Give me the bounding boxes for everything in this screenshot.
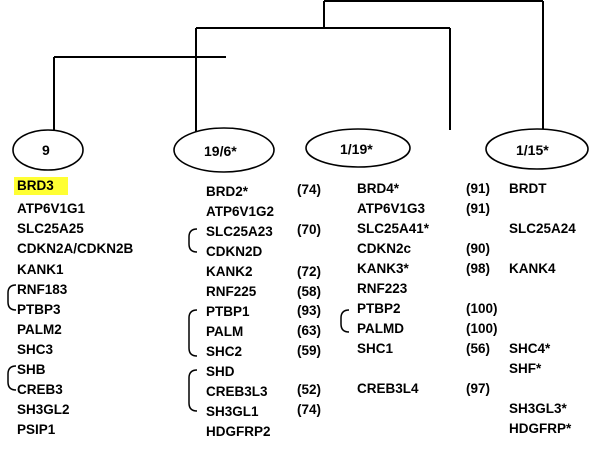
identity-value: (98): [466, 261, 491, 276]
gene-label: BRD3: [14, 177, 68, 195]
gene-label: SHC4*: [509, 341, 551, 356]
gene-label: SHB: [17, 362, 46, 377]
gene-label: SH3GL2: [17, 402, 70, 417]
node-ellipse-19-6: [173, 127, 275, 173]
gene-label: CDKN2A/CDKN2B: [17, 241, 134, 256]
gene-label: CREB3: [17, 382, 63, 397]
gene-label: PALM2: [17, 322, 62, 337]
gene-label: SLC25A25: [17, 221, 84, 236]
gene-label: SHC1: [357, 341, 394, 356]
node-ellipse-9: [12, 129, 84, 171]
gene-label: BRD4*: [357, 181, 400, 196]
gene-label: SLC25A24: [509, 221, 576, 236]
gene-label: KANK3*: [357, 261, 409, 276]
gene-label: RNF183: [17, 282, 68, 297]
highlighted-gene: BRD3: [14, 177, 68, 195]
node-label-9: 9: [42, 142, 50, 158]
identity-value: (93): [297, 303, 322, 318]
identity-value: (91): [466, 201, 491, 216]
gene-label: PTBP2: [357, 301, 401, 316]
gene-label: RNF223: [357, 281, 408, 296]
gene-label: ATP6V1G1: [17, 201, 86, 216]
gene-label: ATP6V1G2: [206, 204, 275, 219]
gene-label: CDKN2D: [206, 244, 263, 259]
gene-label: PALMD: [357, 321, 404, 336]
gene-label: KANK4: [509, 261, 556, 276]
group-bracket: [340, 309, 350, 333]
gene-label: PALM: [206, 324, 244, 339]
identity-value: (100): [466, 301, 498, 316]
identity-value: (74): [297, 402, 322, 417]
gene-label: CDKN2c: [357, 241, 412, 256]
gene-label: KANK1: [17, 262, 64, 277]
gene-label: SHF*: [509, 361, 542, 376]
identity-value: (52): [297, 382, 322, 397]
gene-label: HDGFRP*: [509, 421, 572, 436]
group-bracket: [188, 228, 198, 253]
identity-value: (90): [466, 241, 491, 256]
gene-label: PSIP1: [17, 422, 56, 437]
gene-label: RNF225: [206, 284, 257, 299]
identity-value: (58): [297, 284, 322, 299]
gene-label: SHD: [206, 364, 235, 379]
gene-label: ATP6V1G3: [357, 201, 426, 216]
node-label-1-19: 1/19*: [340, 141, 373, 157]
identity-value: (70): [297, 222, 322, 237]
identity-value: (59): [297, 343, 322, 358]
node-label-19-6: 19/6*: [204, 143, 237, 159]
gene-label: SLC25A23: [206, 224, 273, 239]
identity-value: (100): [466, 321, 498, 336]
node-ellipse-1-19: [305, 128, 411, 168]
gene-label: SLC25A41*: [357, 221, 430, 236]
gene-label: PTBP3: [17, 302, 61, 317]
gene-label: CREB3L3: [206, 384, 268, 399]
identity-value: (63): [297, 323, 322, 338]
gene-label: SH3GL3*: [509, 401, 567, 416]
gene-label: BRD2*: [206, 184, 249, 199]
group-bracket: [188, 309, 198, 357]
group-bracket: [188, 369, 198, 412]
gene-label: HDGFRP2: [206, 424, 271, 439]
gene-label: KANK2: [206, 264, 253, 279]
identity-value: (72): [297, 264, 322, 279]
gene-label: SH3GL1: [206, 404, 259, 419]
identity-value: (74): [297, 182, 322, 197]
node-ellipse-1-15: [485, 128, 589, 170]
gene-label: SHC2: [206, 344, 243, 359]
group-bracket: [7, 365, 17, 391]
gene-label: BRDT: [509, 181, 547, 196]
group-bracket: [7, 284, 17, 311]
gene-label: CREB3L4: [357, 381, 419, 396]
gene-label: PTBP1: [206, 304, 250, 319]
node-label-1-15: 1/15*: [516, 142, 549, 158]
identity-value: (97): [466, 381, 491, 396]
gene-label: SHC3: [17, 342, 54, 357]
identity-value: (91): [466, 181, 491, 196]
identity-value: (56): [466, 341, 491, 356]
